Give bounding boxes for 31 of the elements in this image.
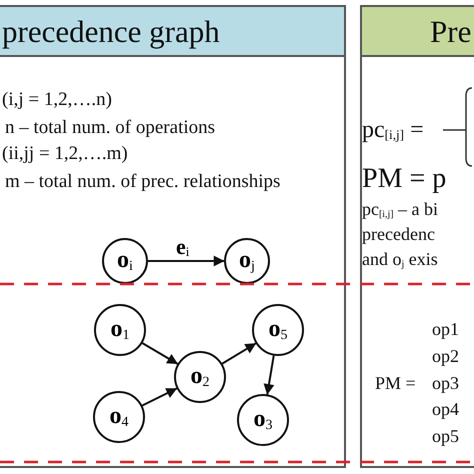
operation-circle: o$_{2}$ [174,351,226,403]
operation-circle: o$_{4}$ [93,391,145,443]
operation-circle: o$_{1}$ [94,304,146,356]
text-label: op5 [432,427,459,445]
text-label: op3 [432,374,459,392]
panel-header: precedence graph [0,7,344,57]
panel [360,5,474,468]
operation-circle: o$_{j}$ [224,238,270,284]
arrow [142,342,178,365]
text-label: m – total num. of prec. relationships [5,172,280,191]
text-label: pc$_{[i,j]}$ – a bi [362,200,438,220]
panel [0,5,346,468]
arrow [142,388,178,406]
arrow [264,355,275,395]
text-label: PM = [375,374,416,392]
text-label: (i,j = 1,2,….n) [2,90,112,109]
text-label: op1 [432,320,459,338]
text-label: (ii,jj = 1,2,….m) [2,144,128,163]
arrow [222,342,256,364]
arrow [148,256,225,266]
operation-circle: o$_{3}$ [237,394,289,446]
text-label: precedenc [362,225,435,243]
text-label: pc$_{[i,j]}$ = [362,118,424,142]
operation-circle: o$_{5}$ [252,304,304,356]
text-label: op2 [432,347,459,365]
text-label: op4 [432,400,459,418]
text-label: and o$_{j}$ exis [362,250,438,270]
text-label: PM = p [362,165,446,193]
operation-circle: o$_{i}$ [102,238,148,284]
panel-header: Pre [362,7,474,57]
text-label: n – total num. of operations [5,118,216,137]
